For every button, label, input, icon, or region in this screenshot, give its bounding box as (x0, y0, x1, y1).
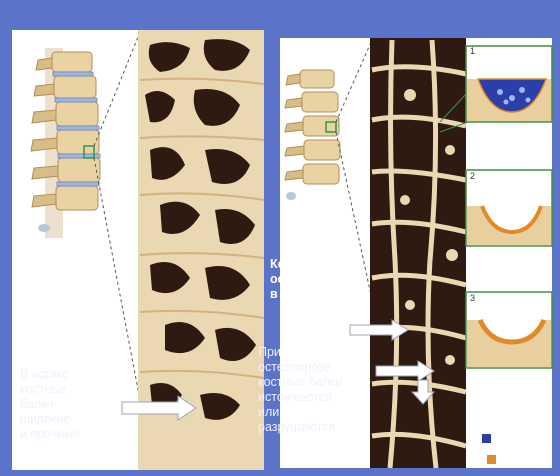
detail-box-3 (466, 292, 552, 368)
detail-number-3: 3 (470, 293, 475, 303)
osteoporosis-bone-note: При остеопорозе костные балки истончаютс… (258, 345, 370, 435)
osteoporosis-trabecular-bone (370, 38, 466, 468)
detail-box-2 (466, 170, 552, 246)
normal-bone-title: Нормальная кость в 30 лет (14, 293, 116, 338)
detail-number-1: 1 (470, 46, 475, 56)
legend-osteoclast: Остеокласт (482, 433, 543, 443)
detail-box-1 (466, 46, 552, 122)
osteoblast-swatch (487, 455, 496, 464)
osteoclast-swatch (482, 434, 491, 443)
normal-bone-note: В норме костные балки широкие и прочные (20, 367, 120, 442)
legend-osteoblast: Остеобласт (487, 454, 549, 464)
legend-osteoclast-label: Остеокласт (495, 433, 543, 443)
osteoporosis-bone-title: Кость при остеопорозе в 70 лет (270, 257, 380, 302)
detail-number-2: 2 (470, 171, 475, 181)
legend-osteoblast-label: Остеобласт (500, 454, 549, 464)
